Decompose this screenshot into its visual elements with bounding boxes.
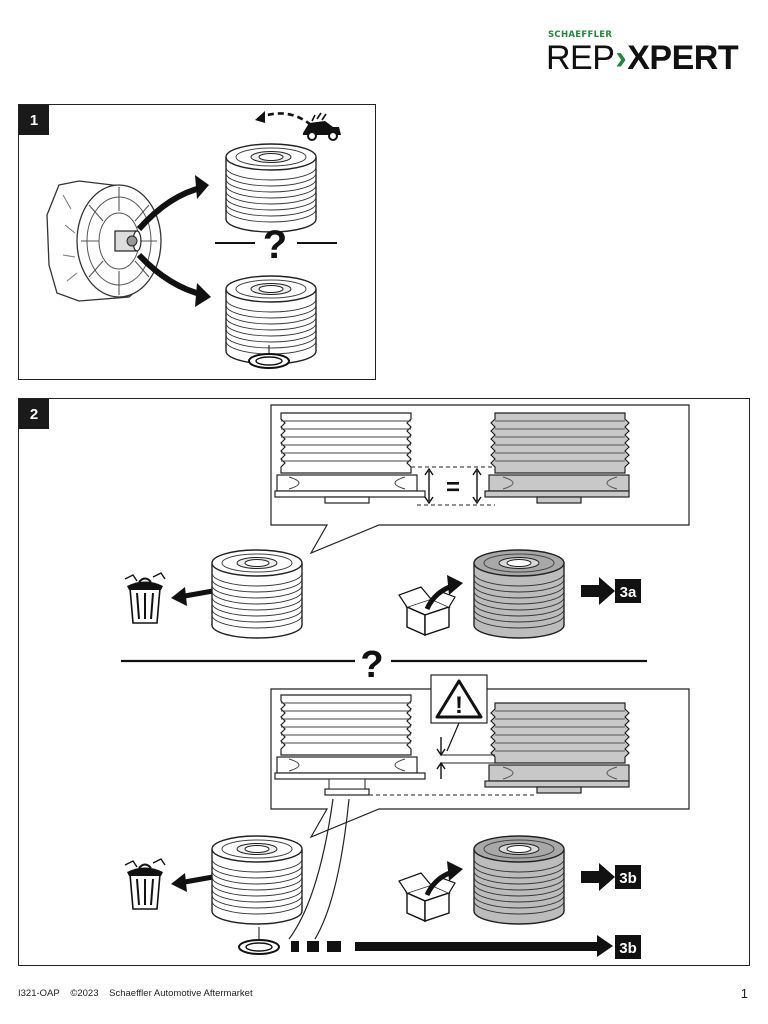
result-3a-label: 3a	[620, 584, 637, 601]
profile-left-equal	[274, 412, 426, 504]
step-1-badge: 1	[19, 105, 49, 135]
step-1-illustration: ?	[46, 111, 341, 369]
washer	[238, 939, 280, 955]
result-3b-label: 3b	[619, 870, 637, 887]
question-icon: ?	[360, 644, 383, 686]
brand-repxpert: REP›XPERT	[546, 38, 739, 78]
repxpert-logo: SCHAEFFLER REP›XPERT	[546, 30, 754, 78]
pulley-type-b	[225, 275, 317, 365]
brand-schaeffler: SCHAEFFLER	[548, 30, 613, 40]
alternator-drawing	[46, 180, 162, 302]
step-1-panel: 1 ?	[18, 104, 376, 380]
trash-bin-icon	[124, 572, 166, 624]
question-icon: ?	[263, 223, 287, 267]
arrow-right-icon	[581, 863, 615, 891]
brand-arrow: ›	[615, 39, 627, 77]
doc-code: I321-OAP	[18, 988, 60, 999]
step-2-illustration: = 3a ?	[121, 404, 690, 959]
trash-bin-icon	[124, 858, 166, 910]
pulley-new	[473, 835, 565, 925]
box-icon	[398, 872, 456, 922]
pulley-type-a	[225, 143, 317, 233]
step-2-panel: 2 =	[18, 398, 750, 966]
warning-icon: !	[435, 679, 483, 719]
result-3b-washer-label: 3b	[619, 940, 637, 957]
washer	[248, 353, 290, 369]
copyright: ©2023	[70, 988, 99, 999]
pulley-old	[211, 835, 303, 925]
pulley-old	[211, 549, 303, 639]
footer: I321-OAP ©2023 Schaeffler Automotive Aft…	[18, 988, 261, 999]
car-icon	[303, 112, 341, 141]
pulley-new	[473, 549, 565, 639]
company-name: Schaeffler Automotive Aftermarket	[109, 988, 253, 999]
profile-left-warning	[274, 694, 426, 796]
arrow-right-icon	[581, 577, 615, 605]
page-number: 1	[740, 986, 748, 1001]
box-icon	[398, 586, 456, 636]
step-2-badge: 2	[19, 399, 49, 429]
warning-mark: !	[455, 692, 463, 719]
brand-xpert: XPERT	[627, 39, 739, 77]
equal-sign: =	[446, 474, 460, 501]
profile-right-warning	[484, 702, 630, 794]
profile-right-equal	[484, 412, 630, 504]
brand-rep: REP	[546, 39, 615, 77]
